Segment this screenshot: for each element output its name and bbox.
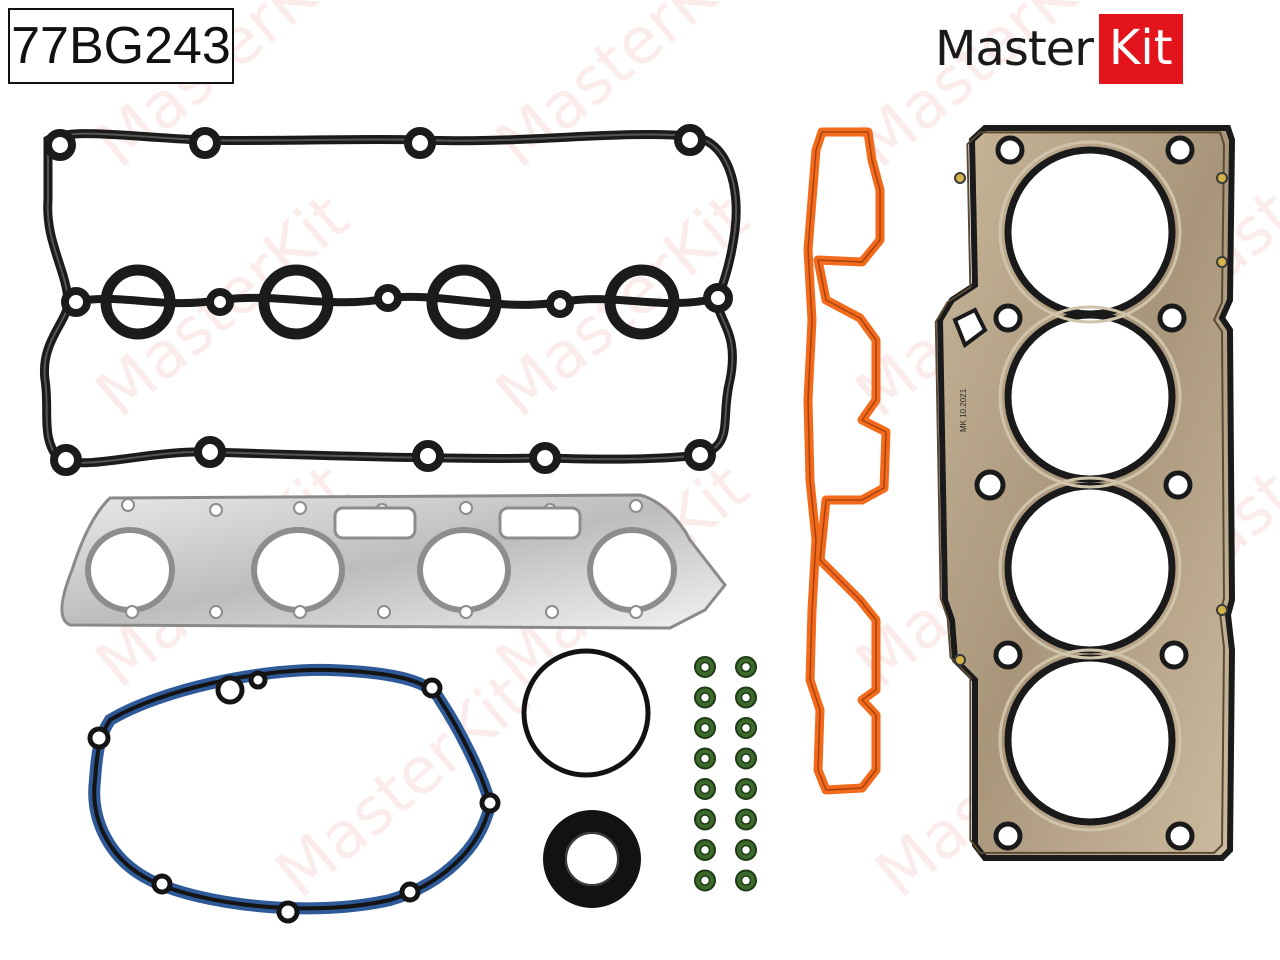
valve-stem-seal [694, 686, 716, 709]
product-code: 77BG243 [11, 17, 231, 75]
valve-stem-seal [735, 717, 757, 739]
intake-manifold-gasket [803, 127, 891, 795]
watermark-text: MasterKit [263, 661, 543, 913]
valve-stem-seal [735, 808, 757, 831]
valve-stem-seals [694, 656, 757, 892]
valve-stem-seal [694, 717, 716, 739]
valve-cover-gasket [39, 124, 741, 476]
valve-stem-seal [694, 656, 716, 678]
valve-stem-seal [735, 686, 757, 709]
o-ring [521, 648, 651, 778]
brand-logo: Master Kit [935, 14, 1183, 84]
valve-stem-seal [735, 839, 757, 861]
timing-cover-gasket [87, 663, 501, 924]
product-code-box: 77BG243 [8, 8, 234, 84]
valve-stem-seal [694, 778, 716, 800]
valve-stem-seal [694, 869, 716, 892]
cylinder-head-gasket: MK 10.2021 [934, 125, 1236, 861]
brand-word: Master [935, 21, 1094, 77]
valve-stem-seal [735, 778, 757, 800]
brand-kit-box: Kit [1098, 14, 1183, 84]
valve-stem-seal [694, 747, 716, 770]
valve-stem-seal [694, 839, 716, 861]
valve-stem-seal [735, 656, 757, 678]
shaft-seal [543, 810, 641, 908]
head-gasket-marking: MK 10.2021 [959, 388, 968, 432]
valve-stem-seal [735, 747, 757, 770]
valve-stem-seal [735, 869, 757, 892]
valve-stem-seal [694, 808, 716, 831]
exhaust-manifold-gasket [60, 493, 727, 630]
